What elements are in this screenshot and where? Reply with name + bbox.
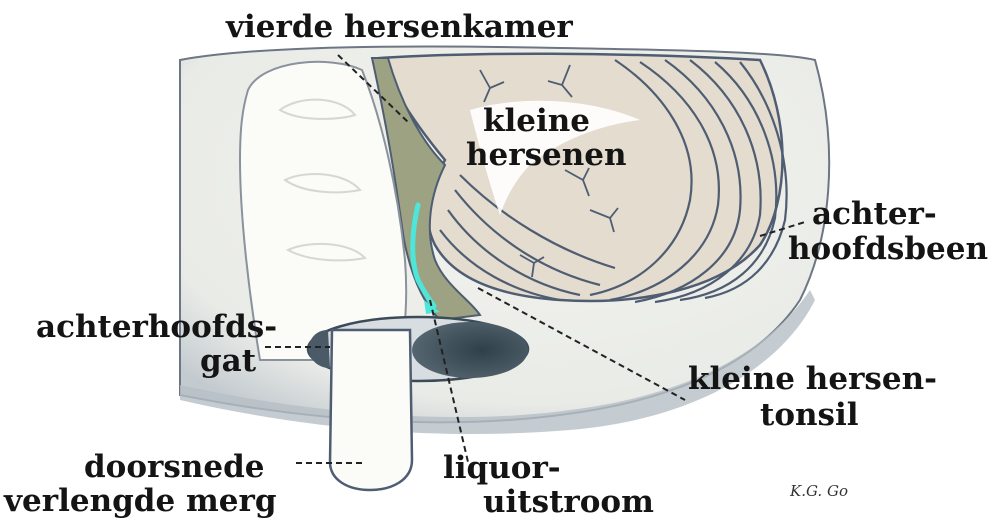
medulla-stem [330, 330, 412, 490]
label-medulla-line2: verlengde merg [4, 484, 277, 518]
label-foramen-line1: achterhoofds- [36, 310, 277, 344]
label-cerebellum-line2: hersenen [466, 138, 627, 172]
foramen-magnum-opening [412, 322, 528, 378]
label-tonsil-line2: tonsil [760, 398, 859, 432]
label-csf-line2: uitstroom [483, 485, 654, 519]
label-medulla-line1: doorsnede [84, 450, 264, 484]
label-cerebellum-line1: kleine [483, 104, 590, 138]
label-fourth-ventricle: vierde hersenkamer [226, 10, 573, 44]
label-csf-line1: liquor- [443, 451, 561, 485]
label-occipital-line1: achter- [812, 197, 937, 231]
label-occipital-line2: hoofdsbeen [788, 232, 988, 266]
label-foramen-line2: gat [200, 344, 256, 378]
artist-signature: K.G. Go [790, 482, 848, 500]
label-tonsil-line1: kleine hersen- [688, 362, 937, 396]
